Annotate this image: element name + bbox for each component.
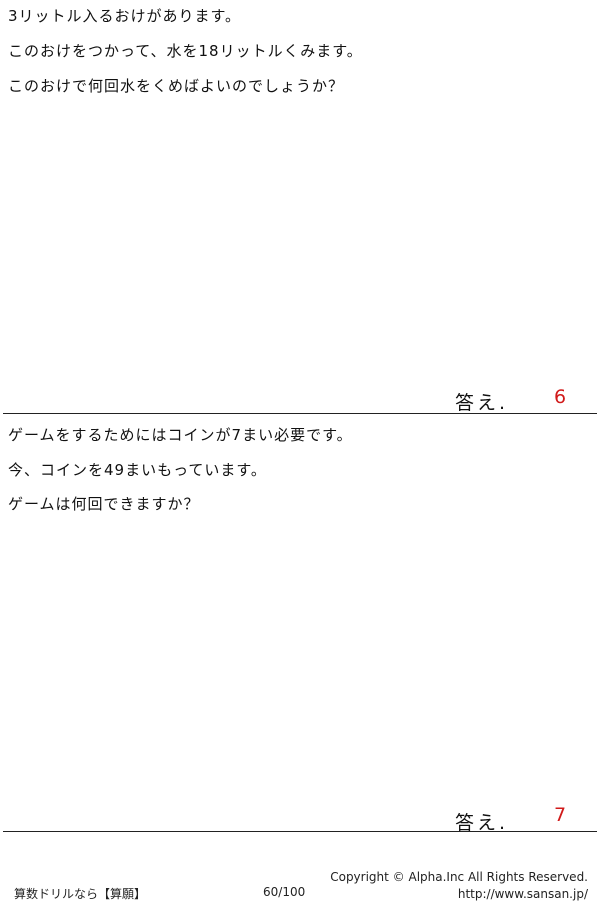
- problem-1-answer-value: 6: [554, 386, 567, 408]
- footer-brand: 算数ドリルなら【算願】: [14, 887, 147, 901]
- problem-1-answer-label: 答え.: [455, 392, 509, 414]
- problem-2-line-2: 今、コインを49まいもっています。: [8, 461, 267, 479]
- footer-page-number: 60/100: [263, 885, 306, 899]
- problem-2-divider: [3, 831, 597, 832]
- problem-2-answer-value: 7: [554, 804, 567, 826]
- problem-1-line-1: 3リットル入るおけがあります。: [8, 7, 242, 25]
- footer-copyright: Copyright © Alpha.Inc All Rights Reserve…: [330, 870, 588, 884]
- problem-2-line-1: ゲームをするためにはコインが7まい必要です。: [8, 426, 353, 444]
- footer-url[interactable]: http://www.sansan.jp/: [457, 887, 588, 901]
- problem-2-answer-label: 答え.: [455, 812, 509, 834]
- problem-1-divider: [3, 413, 597, 414]
- problem-1-line-3: このおけで何回水をくめばよいのでしょうか？: [8, 77, 345, 95]
- problem-1-line-2: このおけをつかって、水を18リットルくみます。: [8, 42, 363, 60]
- problem-2-line-3: ゲームは何回できますか？: [8, 495, 200, 513]
